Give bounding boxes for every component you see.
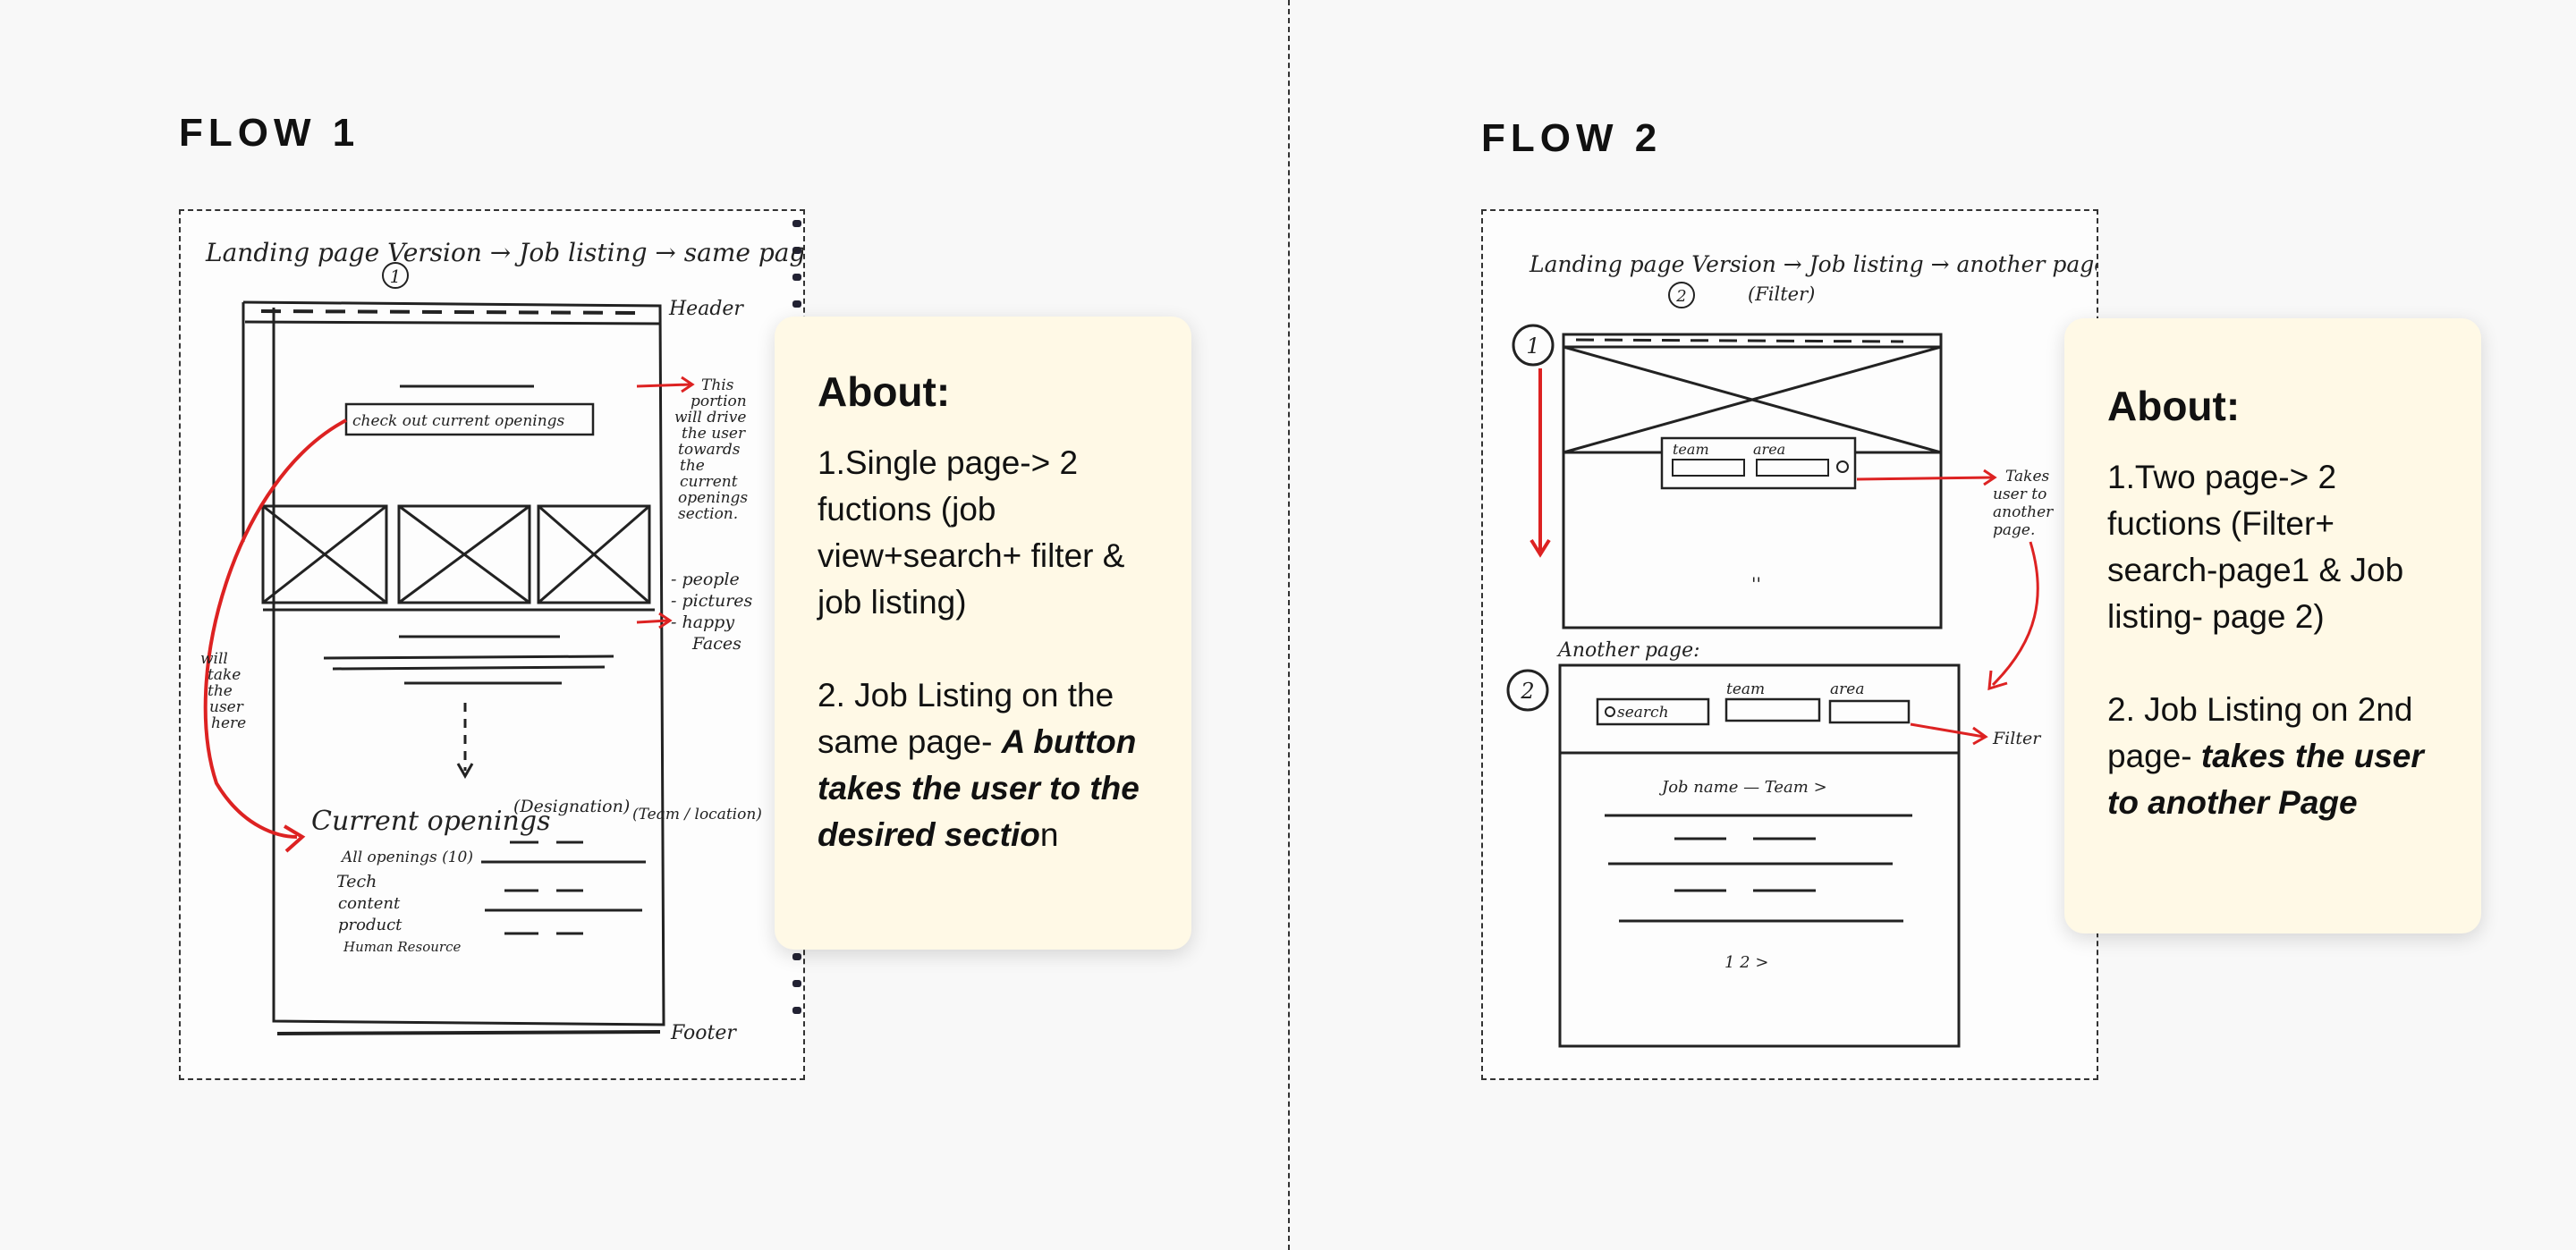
svg-text:team: team xyxy=(1673,441,1709,458)
page2-frame xyxy=(1558,663,1961,1048)
svg-text:Human Resource: Human Resource xyxy=(343,939,461,955)
svg-text:another: another xyxy=(1993,503,2054,521)
heading-sub: (Filter) xyxy=(1748,283,1815,305)
flow2-title: FLOW 2 xyxy=(1481,116,1663,160)
filter-box-sketch xyxy=(1660,436,1857,490)
svg-text:openings: openings xyxy=(678,489,748,507)
flow2-sketch-drawing: Landing page Version → Job listing → ano… xyxy=(1506,251,2098,1048)
svg-text:the: the xyxy=(208,682,233,700)
svg-text:product: product xyxy=(338,916,402,934)
job-row-label: Job name — Team > xyxy=(1658,778,1827,797)
svg-text:1: 1 xyxy=(1526,334,1539,359)
cta-label: check out current openings xyxy=(352,412,565,430)
note1-heading: About: xyxy=(818,368,951,415)
svg-text:section.: section. xyxy=(678,505,738,523)
sketch2-heading: Landing page Version → Job listing → ano… xyxy=(1529,251,2098,277)
annotation-takes: Takes user to another page. xyxy=(1993,468,2054,539)
spiral-binding xyxy=(792,220,801,1014)
svg-text:Takes: Takes xyxy=(2005,468,2050,486)
svg-text:the user: the user xyxy=(682,425,746,443)
svg-text:2: 2 xyxy=(1520,679,1534,704)
designation-label: (Designation) xyxy=(513,797,630,816)
cta-button-sketch xyxy=(344,402,595,436)
page1-frame xyxy=(1562,333,1943,629)
header-label: Header xyxy=(668,298,744,320)
flow1-title: FLOW 1 xyxy=(179,111,360,155)
note1-point1: 1.Single page-> 2 fuctions (job view+sea… xyxy=(818,444,1125,621)
svg-text:take: take xyxy=(208,666,241,684)
svg-text:search: search xyxy=(1617,704,1669,722)
note2-heading: About: xyxy=(2107,383,2241,429)
note1-point2: 2. Job Listing on the same page- A butto… xyxy=(818,677,1140,853)
svg-text:team: team xyxy=(1726,680,1765,698)
job-rows xyxy=(481,840,646,935)
svg-text:- people: - people xyxy=(671,570,740,589)
svg-text:area: area xyxy=(1830,680,1864,698)
center-divider xyxy=(1288,0,1290,1250)
svg-text:Tech: Tech xyxy=(336,872,377,891)
step2-marker xyxy=(1506,669,1549,712)
note2-point1: 1.Two page-> 2 fuctions (Filter+ search-… xyxy=(2107,459,2404,635)
svg-text:This: This xyxy=(701,376,734,394)
svg-text:- happy: - happy xyxy=(671,612,734,632)
svg-text:- pictures: - pictures xyxy=(671,591,753,611)
version-circle-2 xyxy=(1668,282,1695,308)
svg-text:will: will xyxy=(200,650,228,668)
flow1-sketch-drawing: Landing page Version → Job listing → sam… xyxy=(200,220,805,1044)
svg-text:user to: user to xyxy=(1993,486,2046,503)
svg-text:content: content xyxy=(338,894,401,913)
flow2-wireframe-sketch: Landing page Version → Job listing → ano… xyxy=(1481,209,2098,1080)
annotation-people: - people - pictures - happy Faces xyxy=(671,570,753,654)
note2-point2: 2. Job Listing on 2nd page- takes the us… xyxy=(2107,691,2424,821)
annotation-take: will take the user here xyxy=(200,650,246,732)
scroll-arrow xyxy=(203,418,347,839)
search-box-sketch xyxy=(1596,697,1710,726)
page-frame xyxy=(242,300,665,1026)
version-circle xyxy=(382,262,409,289)
category-list: All openings (10) Tech content product H… xyxy=(336,849,473,955)
step1-marker xyxy=(1512,324,1555,367)
svg-text:current: current xyxy=(680,473,738,491)
flow1-about-note: About: 1.Single page-> 2 fuctions (job v… xyxy=(775,317,1191,950)
svg-text:page.: page. xyxy=(1993,521,2035,539)
svg-text:the: the xyxy=(680,457,705,475)
job-rows-2 xyxy=(1605,814,1912,923)
svg-text:All openings (10): All openings (10) xyxy=(340,849,473,866)
sketch1-heading: Landing page Version → Job listing → sam… xyxy=(205,238,805,267)
flow2-about-note: About: 1.Two page-> 2 fuctions (Filter+ … xyxy=(2064,318,2481,933)
svg-text:will drive: will drive xyxy=(674,409,746,427)
version-marker-2: 2 xyxy=(1675,287,1686,306)
image-placeholders xyxy=(261,504,655,612)
version-marker: 1 xyxy=(390,266,402,287)
pagination-label: 1 2 > xyxy=(1724,953,1768,972)
svg-text:area: area xyxy=(1753,441,1785,458)
svg-text:towards: towards xyxy=(678,441,741,459)
footer-label: Footer xyxy=(670,1022,737,1044)
team-location-label: (Team / location) xyxy=(632,806,762,823)
svg-text:Faces: Faces xyxy=(691,634,741,654)
filter-label: Filter xyxy=(1992,729,2042,748)
svg-text:here: here xyxy=(211,714,246,732)
svg-text:user: user xyxy=(209,698,244,716)
another-page-label: Another page: xyxy=(1556,639,1700,662)
svg-text:portion: portion xyxy=(691,393,747,410)
svg-text:'': '' xyxy=(1751,573,1761,595)
openings-title: Current openings xyxy=(311,806,550,837)
flow1-wireframe-sketch: Landing page Version → Job listing → sam… xyxy=(179,209,805,1080)
annotation-portion: This portion will drive the user towards… xyxy=(674,376,748,523)
